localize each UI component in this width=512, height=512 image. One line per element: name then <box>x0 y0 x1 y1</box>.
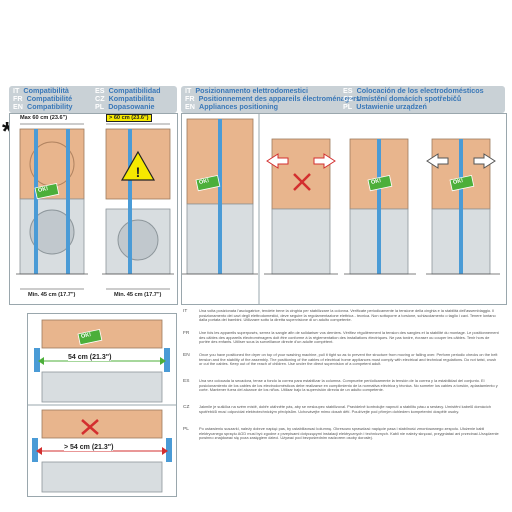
stack-warning: ! <box>102 128 174 275</box>
ok-badge <box>367 174 393 192</box>
min-width-label-left: Min. 45 cm (17.7") <box>28 292 76 298</box>
over-width-label: > 60 cm (23.6") <box>106 114 152 122</box>
ok-dimension-label: 54 cm (21.3") <box>68 354 112 361</box>
positioning-illustration <box>182 114 500 304</box>
bad-dimension-label: > 54 cm (21.3") <box>64 444 114 451</box>
detail-ok <box>34 319 170 403</box>
max-width-label: Max 60 cm (23.6") <box>20 115 68 121</box>
min-width-label-right: Min. 45 cm (17.7") <box>114 292 162 298</box>
detail-panel: OK! 54 cm (21.3") > 54 cm (21.3") <box>27 313 177 497</box>
position-step-2 <box>264 138 338 275</box>
positioning-panel: OK! OK! OK! <box>181 113 507 305</box>
ok-badge <box>34 182 60 200</box>
ok-badge <box>449 174 475 192</box>
compatibility-panel: ! Max 60 cm (23.6") > 60 cm (23.6") OK! … <box>9 113 178 305</box>
position-step-3 <box>344 138 416 275</box>
position-step-4 <box>426 138 500 275</box>
ok-badge <box>195 174 221 192</box>
detail-bad <box>32 409 172 493</box>
detail-illustration <box>28 319 176 493</box>
svg-text:!: ! <box>136 164 141 180</box>
compatibility-illustration: ! <box>16 123 174 290</box>
instructions-block: IT Una volta posizionata l'asciugatrice,… <box>183 308 499 441</box>
stack-ok <box>16 128 88 275</box>
asterisk-marker: * <box>2 116 13 146</box>
position-step-1 <box>182 118 258 275</box>
